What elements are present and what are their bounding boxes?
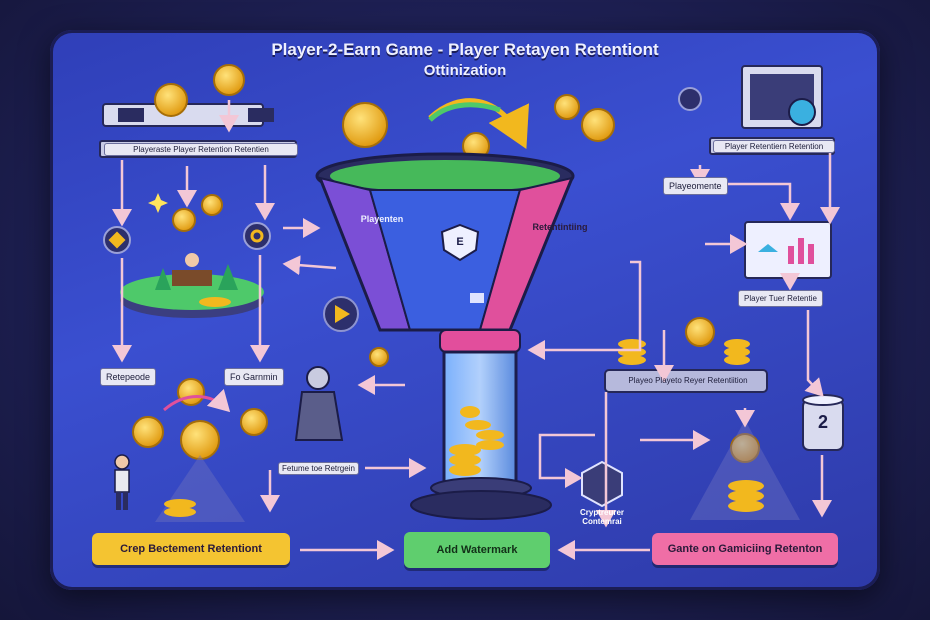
crypto-cube-icon xyxy=(581,460,623,508)
standing-person xyxy=(114,454,130,510)
retention-left-button[interactable]: Crep Bectement Retentiont xyxy=(92,533,290,565)
bottom-mid-caption: Fetume toe Retrgein xyxy=(278,462,359,475)
right-platform-label: Playeo Playeto Reyer Retentiition xyxy=(628,376,748,385)
shield-e-icon: E xyxy=(456,236,464,248)
add-watermark-button[interactable]: Add Watermark xyxy=(404,532,550,568)
funnel-left-text: Playenten xyxy=(360,214,404,224)
left-game-platform xyxy=(120,253,264,318)
gear-node-icon xyxy=(243,222,271,250)
funnel-right-text: Retentintiing xyxy=(532,222,588,232)
top-left-label: Playeraste Player Retention Retentien xyxy=(104,143,298,156)
badge-number: 2 xyxy=(817,412,828,432)
diagram-title: Player-2-Earn Game - Player Retayen Rete… xyxy=(271,40,659,59)
sparkle-icon xyxy=(148,193,168,213)
retention-funnel xyxy=(315,152,575,520)
right-monitor-label: Player Tuer Retentie xyxy=(738,290,823,307)
top-right-label: Player Retentiern Retention xyxy=(713,140,835,153)
crypto-caption: Cryptreurer Contemrai xyxy=(579,508,624,526)
left-label-two: Fo Garnmin xyxy=(224,368,284,386)
bitcoin-coins xyxy=(132,64,760,463)
right-mid-label: Playeomente xyxy=(663,177,728,195)
diagram-subtitle: Ottinization xyxy=(423,62,507,79)
player-figure xyxy=(294,366,344,441)
right-chart-monitor xyxy=(744,221,832,279)
left-label-one: Retepeode xyxy=(100,368,157,386)
gaming-retention-button[interactable]: Gante on Gamiciing Retenton xyxy=(652,533,838,565)
